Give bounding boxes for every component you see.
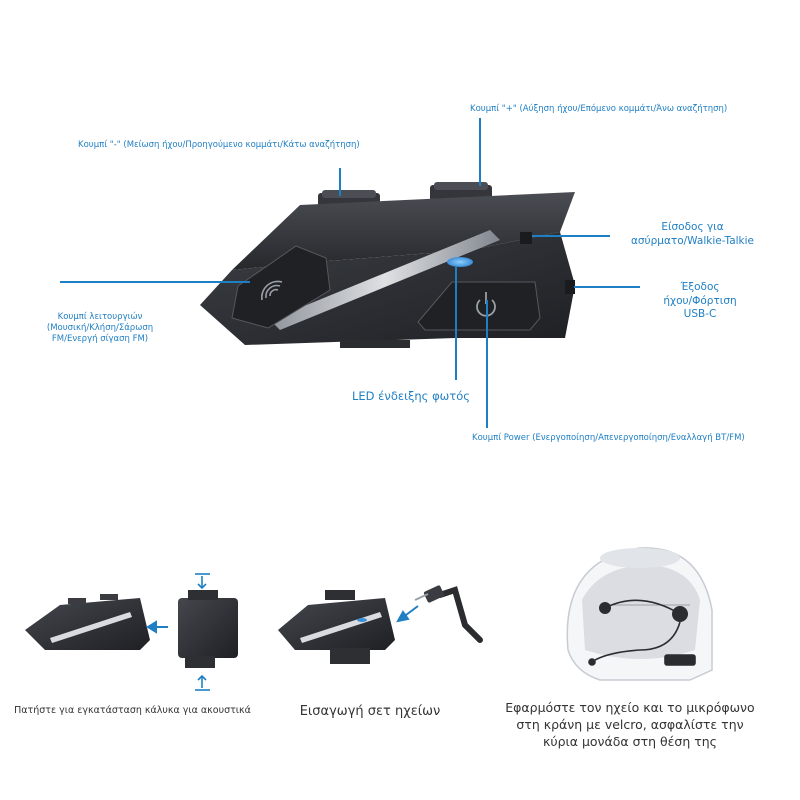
device-foot [340, 340, 410, 348]
step1-arrow-left [146, 620, 168, 634]
step3-caption: Εφαρμόστε τον ηχείο και το μικρόφωνο στη… [480, 700, 780, 751]
power-button-panel [417, 281, 541, 331]
function-button-label: Κουμπί λειτουργιών (Μουσική/Κλήση/Σάρωση… [20, 312, 180, 345]
step2-arrow [396, 605, 419, 623]
radio-input-label-line1: Είσοδος για [661, 221, 724, 233]
radio-port [520, 232, 532, 244]
power-button-label: Κουμπί Power (Ενεργοποίηση/Απενεργοποίησ… [472, 433, 745, 443]
audio-output-label-line3: USB-C [683, 308, 717, 321]
helmet-microphone-icon [588, 621, 696, 666]
function-button-label-line3: FM/Ενεργή σίγαση FM) [51, 334, 149, 345]
step2-caption: Εισαγωγή σετ ηχείων [299, 704, 441, 719]
led-light [447, 257, 473, 267]
light-strip [270, 230, 500, 330]
step2-device [278, 590, 395, 664]
step1-press-arrows [195, 573, 210, 691]
step1-caption: Πατήστε για εγκατάσταση κάλυκα για ακουσ… [14, 705, 251, 716]
audio-plug-icon [414, 585, 483, 643]
plus-button-label: Κουμπί "+" (Αύξηση ήχου/Επόμενο κομμάτι/… [470, 104, 728, 114]
function-button-label-line1: Κουμπί λειτουργιών [57, 312, 143, 322]
audio-output-label: Έξοδος ήχου/Φόρτιση USB-C [640, 281, 760, 322]
minus-button-label: Κουμπί "-" (Μείωση ήχου/Προηγούμενο κομμ… [78, 140, 360, 150]
function-button-panel [231, 245, 331, 329]
callout-lines [60, 118, 640, 428]
usb-c-port [565, 280, 575, 294]
device-main-illustration [60, 118, 640, 428]
sound-wave-icon [261, 280, 283, 301]
led-indicator-label: LED ένδειξης φωτός [352, 389, 470, 403]
helmet-speaker-icon [599, 599, 688, 622]
step1-clamp [178, 590, 238, 668]
step1-device [25, 594, 150, 650]
audio-output-label-line1: Έξοδος [680, 281, 720, 293]
step3-caption-line3: κύρια μονάδα στη θέση της [542, 733, 717, 749]
audio-output-label-line2: ήχου/Φόρτιση [663, 294, 737, 307]
step3-caption-line2: στη κράνη με velcro, ασφαλίστε την [516, 716, 744, 732]
helmet-icon [566, 547, 713, 681]
radio-input-label: Είσοδος για ασύρματο/Walkie-Talkie [605, 221, 780, 248]
radio-input-label-line2: ασύρματο/Walkie-Talkie [630, 234, 755, 247]
device-top-shell [232, 192, 575, 270]
function-button-label-line2: (Μουσική/Κλήση/Σάρωση [46, 323, 154, 334]
step3-caption-line1: Εφαρμόστε τον ηχείο και το μικρόφωνο [505, 700, 755, 715]
